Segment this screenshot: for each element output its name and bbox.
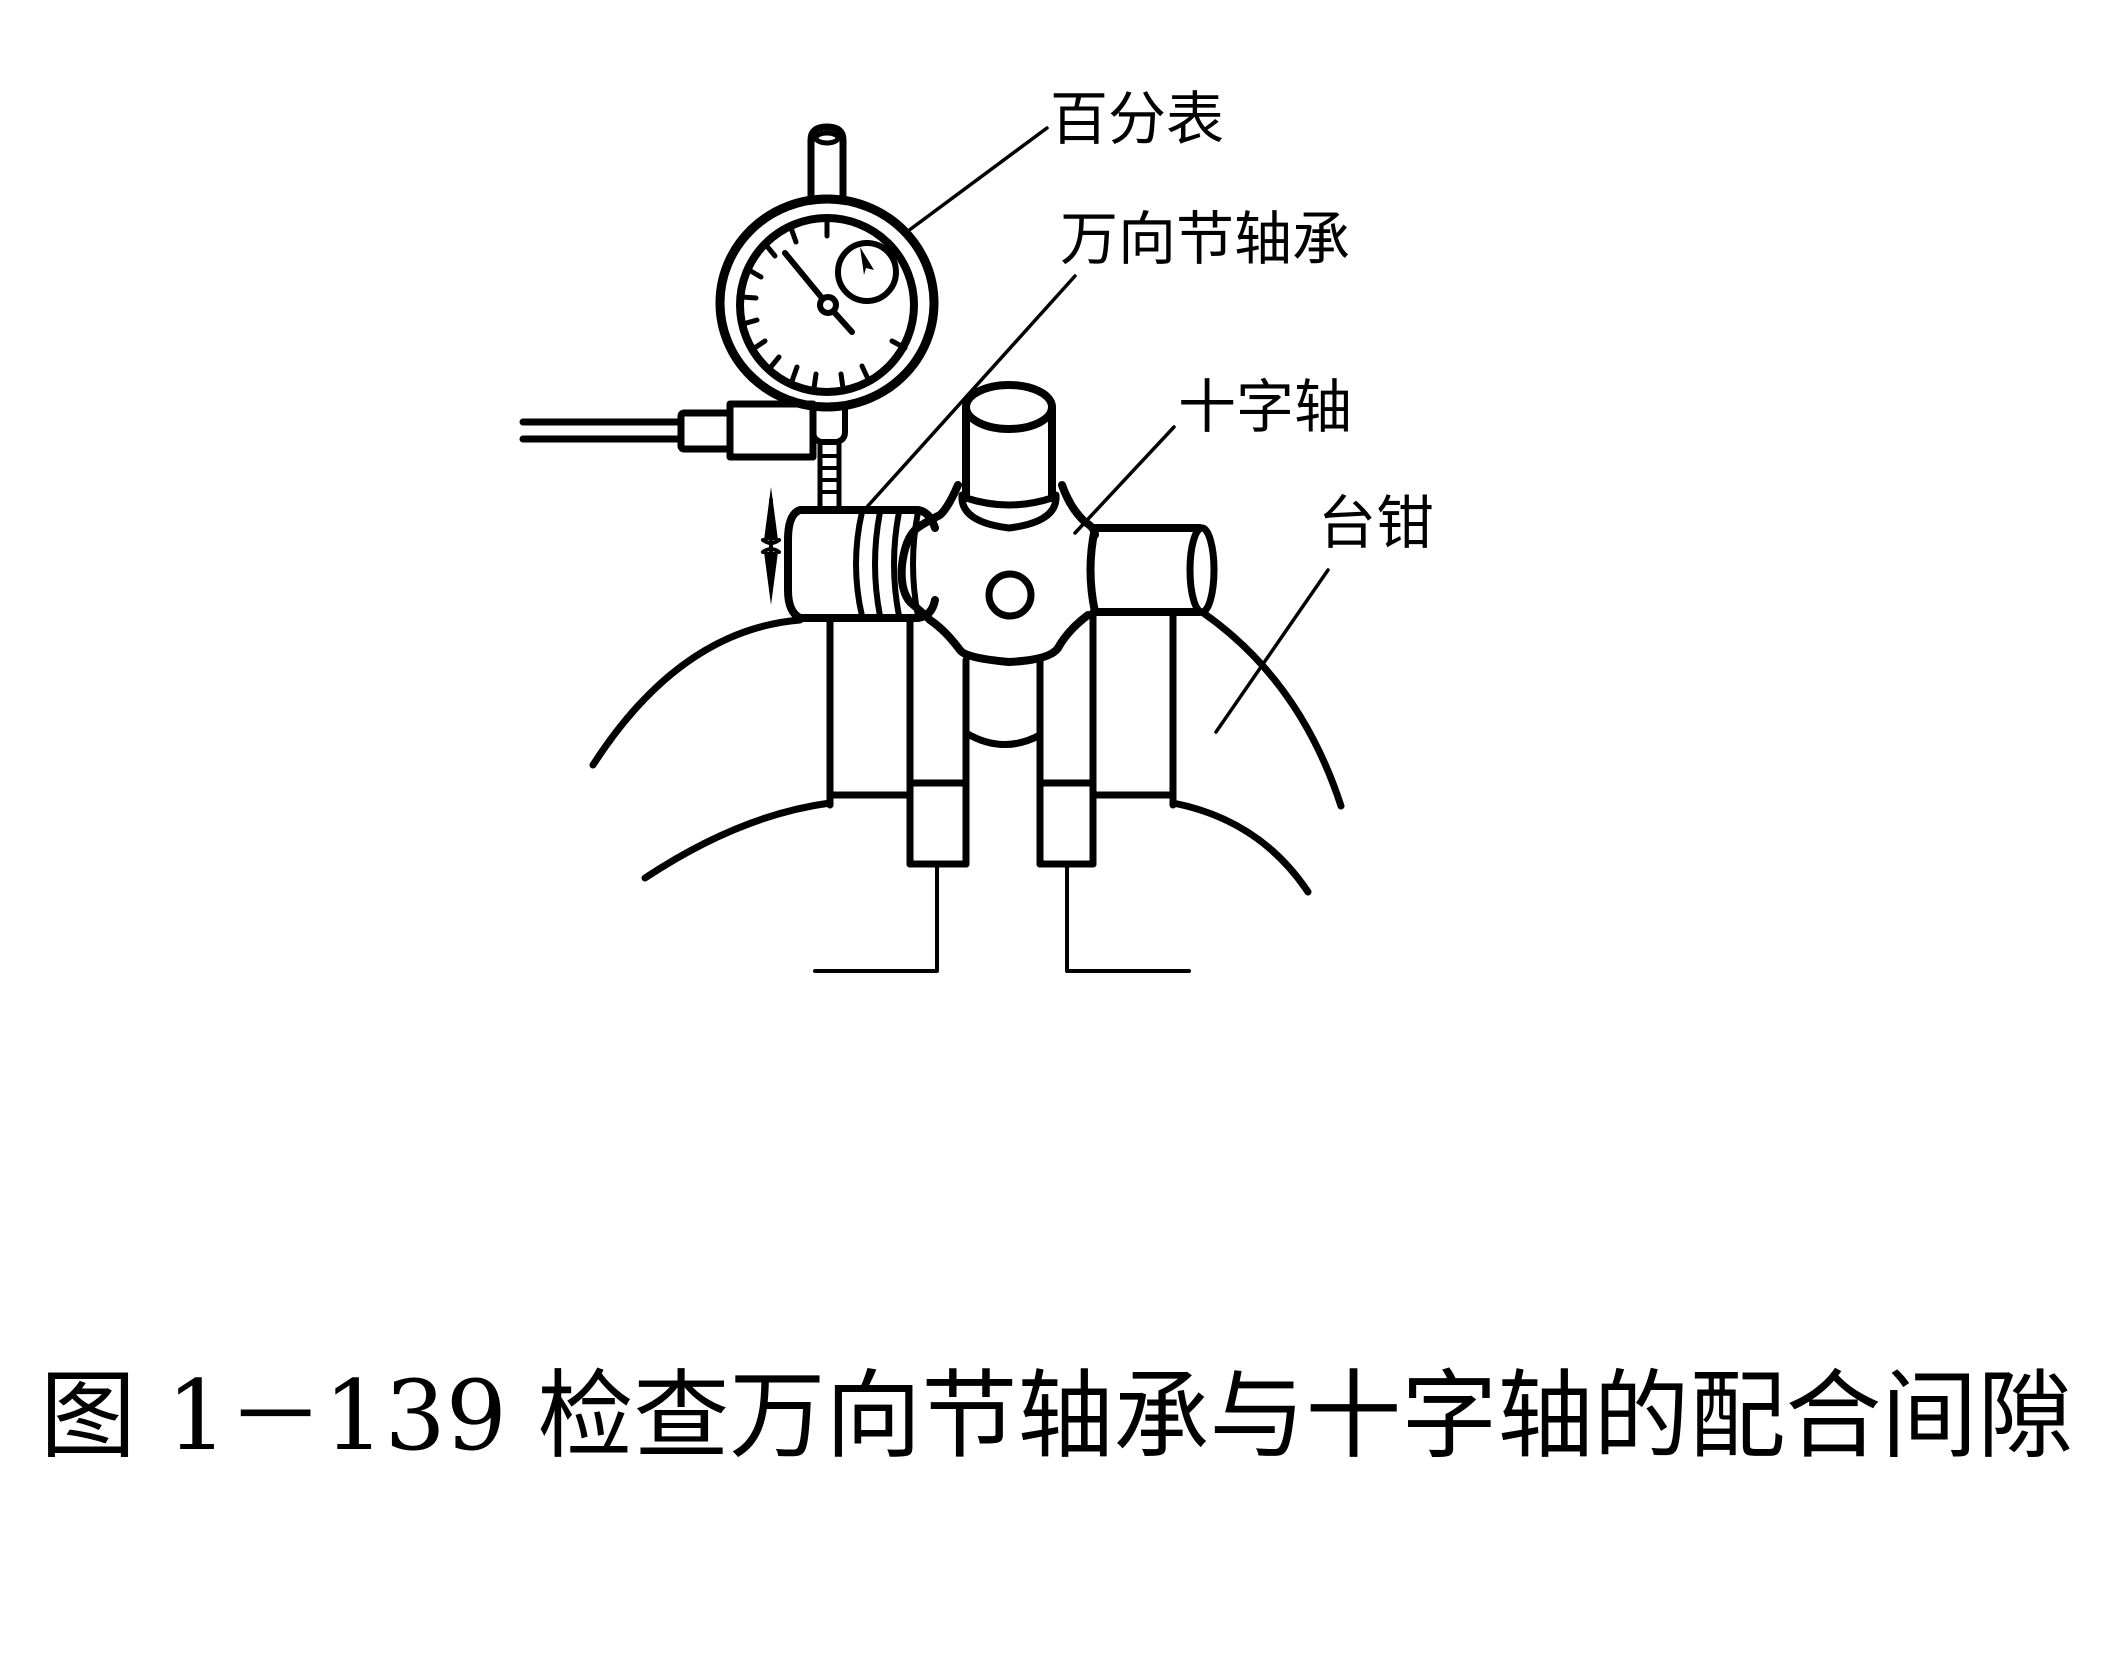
dial-indicator: [519, 123, 939, 513]
figure-caption: 图 1－139 检查万向节轴承与十字轴的配合间隙: [40, 1360, 2074, 1472]
bench-vise: [589, 608, 1345, 973]
leader-bench-vise: [1214, 568, 1330, 734]
label-universal-joint-bearing: 万向节轴承: [1060, 205, 1351, 273]
dial-needle: [782, 250, 825, 301]
leader-dial-indicator: [906, 126, 1049, 233]
leader-bearing: [864, 274, 1077, 510]
double-arrow-icon: [761, 487, 781, 605]
dial-ticks: [739, 218, 908, 391]
label-bench-vise: 台钳: [1318, 489, 1435, 557]
cross-shaft-hole: [985, 570, 1035, 620]
sub-dial-pointer-icon: [860, 247, 874, 275]
sub-dial: [835, 240, 899, 304]
label-dial-indicator: 百分表: [1050, 85, 1225, 153]
cross-shaft: [897, 381, 1218, 868]
label-cross-shaft: 十字轴: [1178, 373, 1353, 441]
leader-lines: [864, 126, 1330, 734]
leader-cross-shaft: [1073, 425, 1176, 535]
